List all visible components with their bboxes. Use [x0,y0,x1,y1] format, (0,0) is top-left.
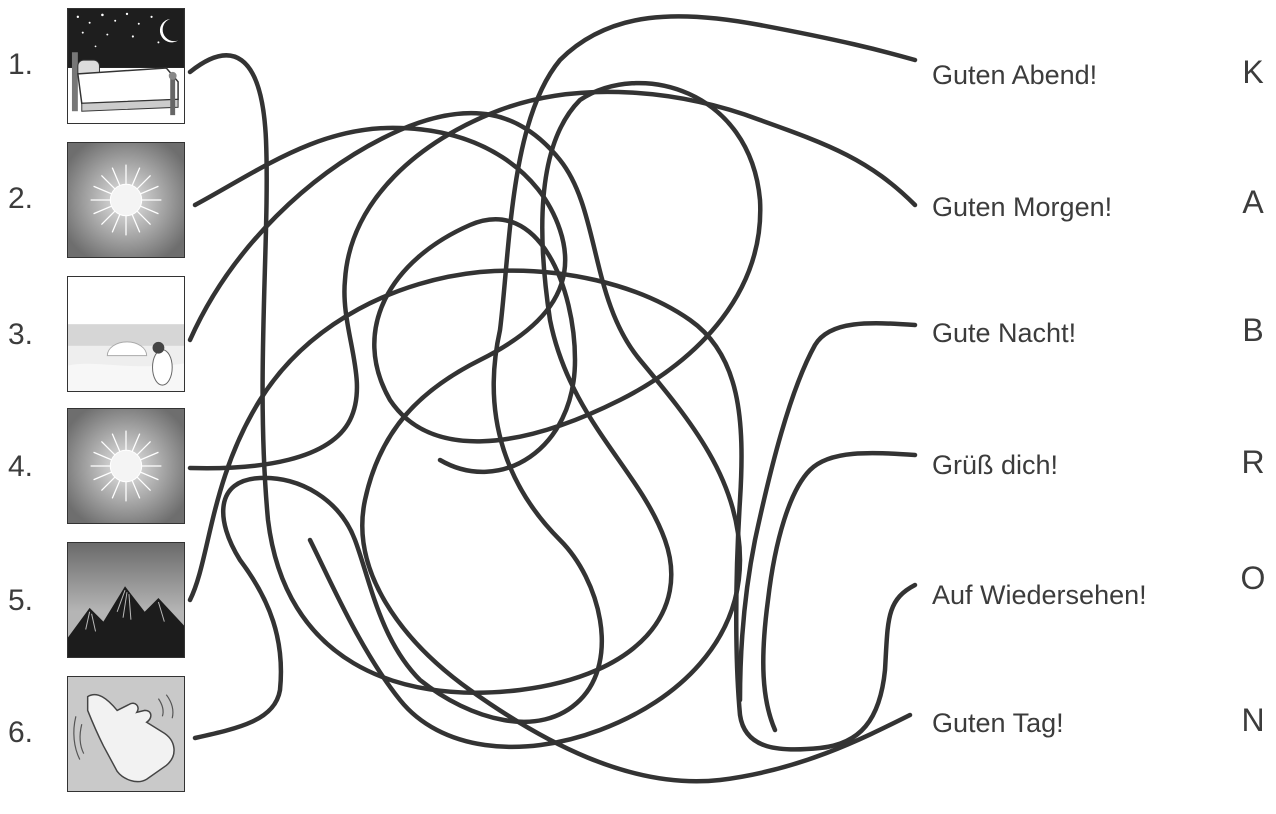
line-connector-gruss [763,453,915,730]
line-5 [190,271,915,750]
phrase: Guten Abend! [932,60,1097,90]
sun-icon [67,142,185,258]
answer-letter: K [1238,56,1268,88]
mountains-evening-icon [67,542,185,658]
line-3 [190,113,740,747]
row-number: 4. [8,452,48,482]
answer-letter: N [1238,704,1268,736]
answer-letter: B [1238,314,1268,346]
answer-letter: O [1238,562,1268,594]
row-number: 6. [8,718,48,748]
phrase: Grüß dich! [932,450,1058,480]
line-6 [195,16,915,738]
phrase: Auf Wiedersehen! [932,580,1147,610]
answer-letter: R [1238,446,1268,478]
phrase: Gute Nacht! [932,318,1076,348]
night-bed-moon-icon [67,8,185,124]
phrase: Guten Tag! [932,708,1064,738]
sunrise-person-icon [67,276,185,392]
answer-letter: A [1238,186,1268,218]
waving-hand-icon [67,676,185,792]
line-1 [190,55,760,692]
row-number: 1. [8,50,48,80]
sun-icon [67,408,185,524]
row-number: 5. [8,586,48,616]
row-number: 2. [8,184,48,214]
phrase: Guten Morgen! [932,192,1112,222]
row-number: 3. [8,320,48,350]
